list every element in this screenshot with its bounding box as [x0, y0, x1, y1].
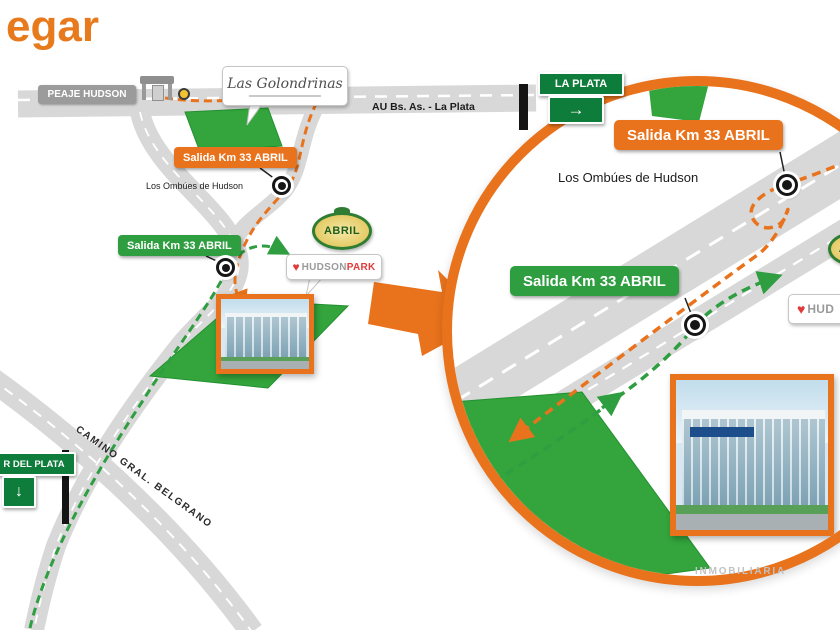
sign-salida-green: Salida Km 33 ABRIL [118, 235, 241, 256]
inset-route-green-arrow [596, 391, 624, 417]
abril-logo-label: ABRIL [323, 225, 361, 237]
sign-las-golondrinas: Las Golondrinas [222, 66, 348, 106]
watermark-text: INMOBILIARIA [694, 566, 787, 577]
inset-route-green-dashed [452, 271, 783, 507]
label-los-ombues: Los Ombúes de Hudson [146, 181, 244, 191]
building-photo-large [670, 374, 834, 536]
route-orange-dashed [164, 96, 321, 312]
zoom-inset-circle: Salida Km 33 ABRIL Los Ombúes de Hudson … [442, 76, 840, 586]
sign-peaje-hudson-label: PEAJE HUDSON [47, 89, 127, 100]
sign-peaje-hudson: PEAJE HUDSON [38, 85, 136, 104]
sign-la-plata-arrow: → [548, 96, 604, 124]
building-photo-small [216, 294, 314, 374]
inset-road-main-dashes [452, 163, 840, 406]
inset-park-top [648, 86, 709, 122]
toll-booth [152, 85, 164, 101]
inset-sign-hudson-partial: ♥ HUD [788, 294, 840, 324]
inset-route-orange-dashed [508, 162, 840, 443]
sign-mar-del-plata-arrow: ↓ [2, 476, 36, 508]
exit-marker-green [216, 258, 235, 277]
inset-sign-hudson-partial-label: HUD [807, 302, 835, 316]
sign-la-plata: LA PLATA [538, 72, 624, 96]
poi-yellow-icon [178, 88, 190, 100]
highway-label: AU Bs. As. - La Plata [372, 101, 475, 113]
page-title: egar [6, 2, 99, 51]
inset-exit-marker-orange [776, 174, 798, 196]
inset-pointer-orange [779, 151, 786, 177]
inset-sign-salida-green: Salida Km 33 ABRIL [510, 266, 679, 296]
sign-salida-green-label: Salida Km 33 ABRIL [127, 239, 232, 252]
inset-photo-sign-band [689, 426, 754, 437]
inset-sign-salida-orange: Salida Km 33 ABRIL [614, 120, 783, 150]
sign-las-golondrinas-label: Las Golondrinas [227, 75, 343, 92]
sign-salida-orange: Salida Km 33 ABRIL [174, 147, 297, 168]
inset-heart-icon: ♥ [797, 301, 806, 317]
toll-post-left [142, 84, 146, 100]
route-green-dashed [28, 235, 291, 629]
toll-roof [140, 76, 174, 84]
exit-marker-orange [272, 176, 291, 195]
photo-ground [221, 361, 309, 369]
down-arrow-icon: ↓ [15, 483, 23, 500]
sign-hudson-park-word2: PARK [346, 261, 376, 273]
inset-photo-hedge [676, 504, 828, 515]
heart-icon: ♥ [292, 260, 300, 274]
photo-hedge [221, 357, 309, 362]
inset-pointer-green [684, 297, 693, 317]
sign-las-golondrinas-tagline [249, 94, 321, 97]
toll-booth-icon [140, 76, 174, 102]
inset-sign-salida-orange-label: Salida Km 33 ABRIL [627, 126, 770, 144]
toll-post-right [168, 84, 172, 100]
sign-salida-orange-label: Salida Km 33 ABRIL [183, 151, 288, 164]
sign-pole-mar-del-plata [62, 450, 69, 524]
sign-hudson-park: ♥ HUDSON PARK [286, 254, 382, 280]
inset-photo-ground [676, 513, 828, 530]
park-toll-area [184, 107, 283, 153]
right-arrow-icon: → [567, 100, 585, 119]
inset-exit-marker-green [684, 314, 706, 336]
inset-abril-logo-label: ABRIL [839, 244, 840, 255]
sign-pole-la-plata [519, 84, 528, 130]
sign-mar-del-plata: R DEL PLATA [0, 452, 76, 476]
road-camino-dashes [0, 383, 252, 630]
sign-la-plata-label: LA PLATA [554, 78, 608, 90]
inset-label-los-ombues: Los Ombúes de Hudson [558, 170, 699, 185]
photo-glass-facade [224, 317, 308, 361]
sign-mar-del-plata-label: R DEL PLATA [3, 458, 65, 470]
inset-sign-salida-green-label: Salida Km 33 ABRIL [523, 272, 666, 290]
sign-hudson-park-word1: HUDSON [301, 261, 347, 273]
abril-logo: ABRIL [312, 212, 372, 250]
